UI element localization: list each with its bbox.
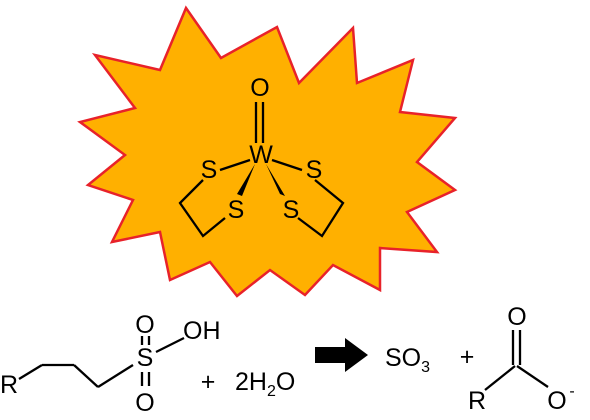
reactant-oh-label: OH (183, 317, 221, 345)
metal-label: W (249, 141, 273, 169)
w-s-wedge-right (266, 164, 285, 196)
thiolate-label-4: S (283, 196, 300, 224)
tungsten-complex: O W S S S S (178, 74, 345, 238)
reactant-o-bottom-label: O (135, 389, 154, 417)
carboxylate-r-label: R (468, 387, 486, 415)
r-ch2-bond (18, 364, 43, 380)
reactant-o-top-label: O (135, 311, 154, 339)
reactant-s-label: S (137, 344, 154, 372)
oxo-label: O (250, 74, 269, 102)
carboxylate-o-label: O (547, 387, 566, 415)
thiolate-label-2: S (306, 156, 323, 184)
ethylene-bridge-left (178, 179, 226, 238)
thiolate-label-3: S (228, 196, 245, 224)
c-s-bond (97, 364, 134, 388)
w-s-wedge-left (237, 164, 255, 196)
carboxylate-o-top-label: O (507, 303, 526, 331)
water-label: 2H2O (235, 368, 295, 400)
reactant-r-label: R (0, 371, 18, 399)
plus-sign-2: + (460, 343, 475, 371)
s-oh-bond (155, 336, 185, 354)
carboxylate-charge-label: - (569, 383, 574, 400)
ethylene-bridge-right (297, 179, 345, 238)
ch2-ch2-bond-b (73, 364, 99, 388)
sulfonic-acid-reactant: R S O OH O (0, 311, 221, 417)
carboxylate-product: O R O - (468, 303, 575, 415)
so3-label: SO3 (385, 344, 430, 376)
starburst-shape (77, 5, 458, 298)
plus-sign-1: + (201, 368, 216, 396)
thiolate-label-1: S (201, 156, 218, 184)
r-c-bond (484, 365, 516, 391)
c-o-single-bond (516, 365, 549, 388)
right-arrow-icon (315, 338, 368, 372)
w-s-bond-left (219, 158, 251, 172)
w-s-bond-right (271, 158, 303, 172)
